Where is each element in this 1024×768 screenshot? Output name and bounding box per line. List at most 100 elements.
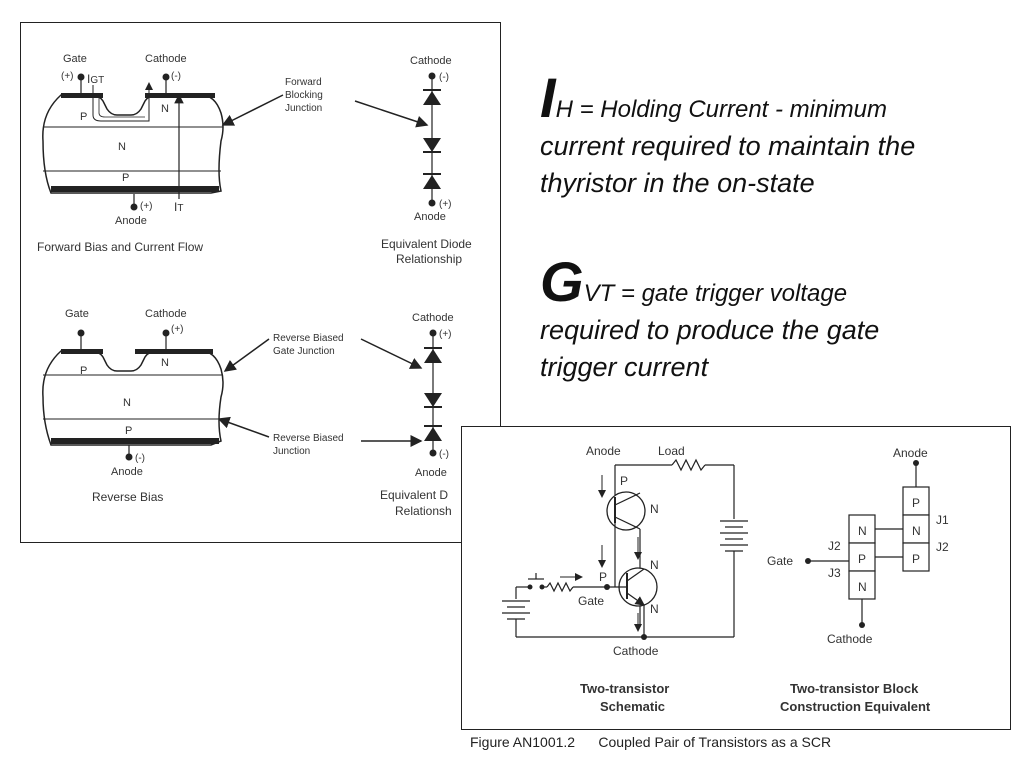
forward-cathode-label: Cathode: [145, 53, 187, 65]
block-right-n: [902, 514, 930, 544]
block-anode-label: Anode: [893, 446, 928, 460]
forward-p-bot: P: [122, 172, 129, 184]
forward-gate-label: Gate: [63, 53, 87, 65]
schematic-gate-label: Gate: [578, 594, 604, 608]
block-right-n-label: N: [912, 524, 921, 538]
gate-trigger-subscript: VT: [583, 280, 615, 307]
reverse-cathode-label: Cathode: [145, 308, 187, 320]
forward-gate-current-path: [92, 82, 153, 122]
reverse-anode-sign: (-): [135, 453, 145, 464]
forward-device-body: [42, 94, 224, 194]
forward-diode-arrow: [354, 100, 429, 128]
block-title-1: Two-transistor Block: [790, 681, 919, 696]
gate-switch-circuit: Gate: [502, 573, 644, 638]
block-left-n1-label: N: [858, 524, 867, 538]
reverse-gate-junction-label-2: Gate Junction: [273, 346, 335, 357]
reverse-diode-anode-sign: (-): [439, 449, 449, 460]
forward-it-label: IT: [174, 200, 183, 214]
two-transistor-diagrams: Anode Load P N: [502, 444, 949, 714]
reverse-gate-label: Gate: [65, 308, 89, 320]
reverse-cathode-terminal: [162, 329, 170, 337]
reverse-device-body: [42, 350, 224, 446]
schematic-n1-label: N: [650, 502, 659, 516]
block-left-n1: [848, 514, 876, 544]
block-cathode-label: Cathode: [827, 632, 873, 646]
forward-equivalent-diodes: Cathode (-) (+) Anode Equivalent Diode R…: [381, 55, 472, 266]
holding-current-line-2: current required to maintain the: [540, 131, 916, 161]
forward-bias-title: Forward Bias and Current Flow: [37, 240, 203, 254]
reverse-anode-label: Anode: [111, 466, 143, 478]
pnp-transistor: [606, 491, 646, 531]
schematic-title-1: Two-transistor: [580, 681, 669, 696]
block-construction-equivalent: Anode P N P N P N J1 J2 J2 J3 Gate Catho…: [767, 446, 949, 714]
forward-diode-title-1: Equivalent Diode: [381, 237, 472, 251]
gate-trigger-line-1: = gate trigger voltage: [614, 280, 848, 307]
reverse-diode-cathode-label: Cathode: [412, 312, 454, 324]
forward-gate-sign: (+): [61, 71, 74, 82]
schematic-p2-label: P: [599, 570, 607, 584]
schematic-n3-label: N: [650, 602, 659, 616]
figure-caption: Figure AN1001.2 Coupled Pair of Transist…: [470, 734, 832, 750]
schematic-title-2: Schematic: [600, 699, 665, 714]
holding-current-line-3: thyristor in the on-state: [540, 168, 815, 198]
block-j3-label: J3: [828, 566, 841, 580]
forward-n-mid: N: [118, 141, 126, 153]
block-title-2: Construction Equivalent: [780, 699, 931, 714]
block-right-p1-label: P: [912, 496, 920, 510]
reverse-diode-title-1: Equivalent D: [380, 488, 448, 502]
block-left-n2: [848, 570, 876, 600]
forward-igt-label: IGT: [87, 72, 104, 86]
reverse-equivalent-diodes: Cathode (+) (-) Anode Equivalent D Relat…: [380, 312, 454, 518]
reverse-n-mid: N: [123, 397, 131, 409]
block-right-p2-label: P: [912, 552, 920, 566]
block-j2-left-label: J2: [828, 539, 841, 553]
forward-gate-terminal: [77, 73, 85, 81]
two-transistor-schematic: Anode Load P N: [502, 444, 748, 714]
holding-current-line-1: = Holding Current - minimum: [572, 96, 888, 123]
forward-cathode-contact: [145, 93, 215, 98]
forward-diode-cathode-sign: (-): [439, 72, 449, 83]
forward-anode-contact: [51, 186, 219, 192]
forward-junction-arrow: [221, 94, 284, 126]
schematic-n2-label: N: [650, 558, 659, 572]
reverse-n-top: N: [161, 357, 169, 369]
gate-trigger-symbol: G: [540, 250, 584, 313]
reverse-gate-diode-arrow: [360, 338, 423, 369]
forward-bias-device: Gate Cathode (+) IGT (-) P N N P (+) Ano…: [37, 53, 224, 254]
reverse-cathode-sign: (+): [171, 324, 184, 335]
forward-junction-label-3: Junction: [285, 103, 322, 114]
gate-trigger-note: GVT = gate trigger voltage required to p…: [540, 254, 879, 386]
forward-cathode-terminal: [162, 73, 170, 81]
thyristor-bias-diagrams: Gate Cathode (+) IGT (-) P N N P (+) Ano…: [37, 53, 472, 518]
block-left-p-label: P: [858, 552, 866, 566]
reverse-bias-title: Reverse Bias: [92, 490, 163, 504]
bias-diagram-panel: Gate Cathode (+) IGT (-) P N N P (+) Ano…: [20, 22, 501, 543]
reverse-gate-junction-label-1: Reverse Biased: [273, 333, 344, 344]
forward-p-top: P: [80, 111, 87, 123]
forward-anode-label: Anode: [115, 215, 147, 227]
holding-current-subscript: H: [555, 96, 573, 123]
reverse-diode-cathode-sign: (+): [439, 329, 452, 340]
reverse-junction-arrow: [217, 416, 270, 438]
reverse-diode-title-2: Relationsh: [395, 504, 452, 518]
schematic-p1-label: P: [620, 474, 628, 488]
holding-current-note: IH = Holding Current - minimum current r…: [540, 70, 916, 202]
reverse-anode-terminal: [125, 453, 133, 461]
forward-anode-sign: (+): [140, 201, 153, 212]
forward-junction-label-2: Blocking: [285, 90, 323, 101]
block-gate-label: Gate: [767, 554, 793, 568]
gate-resistor: [546, 581, 574, 593]
gate-trigger-line-3: trigger current: [540, 352, 709, 382]
reverse-p-bot: P: [125, 425, 132, 437]
reverse-bias-device: Gate Cathode (+) P N N P (-) Anode Rever…: [42, 308, 224, 504]
forward-junction-label-1: Forward: [285, 77, 322, 88]
forward-anode-terminal: [130, 203, 138, 211]
load-resistor: [671, 458, 706, 472]
block-right-p2: [902, 542, 930, 572]
schematic-load-label: Load: [658, 444, 685, 458]
block-j1-label: J1: [936, 513, 949, 527]
reverse-gate-terminal: [77, 329, 85, 337]
reverse-junction-label-1: Reverse Biased: [273, 433, 344, 444]
forward-cathode-sign: (-): [171, 71, 181, 82]
forward-diode-anode-label: Anode: [414, 211, 446, 223]
